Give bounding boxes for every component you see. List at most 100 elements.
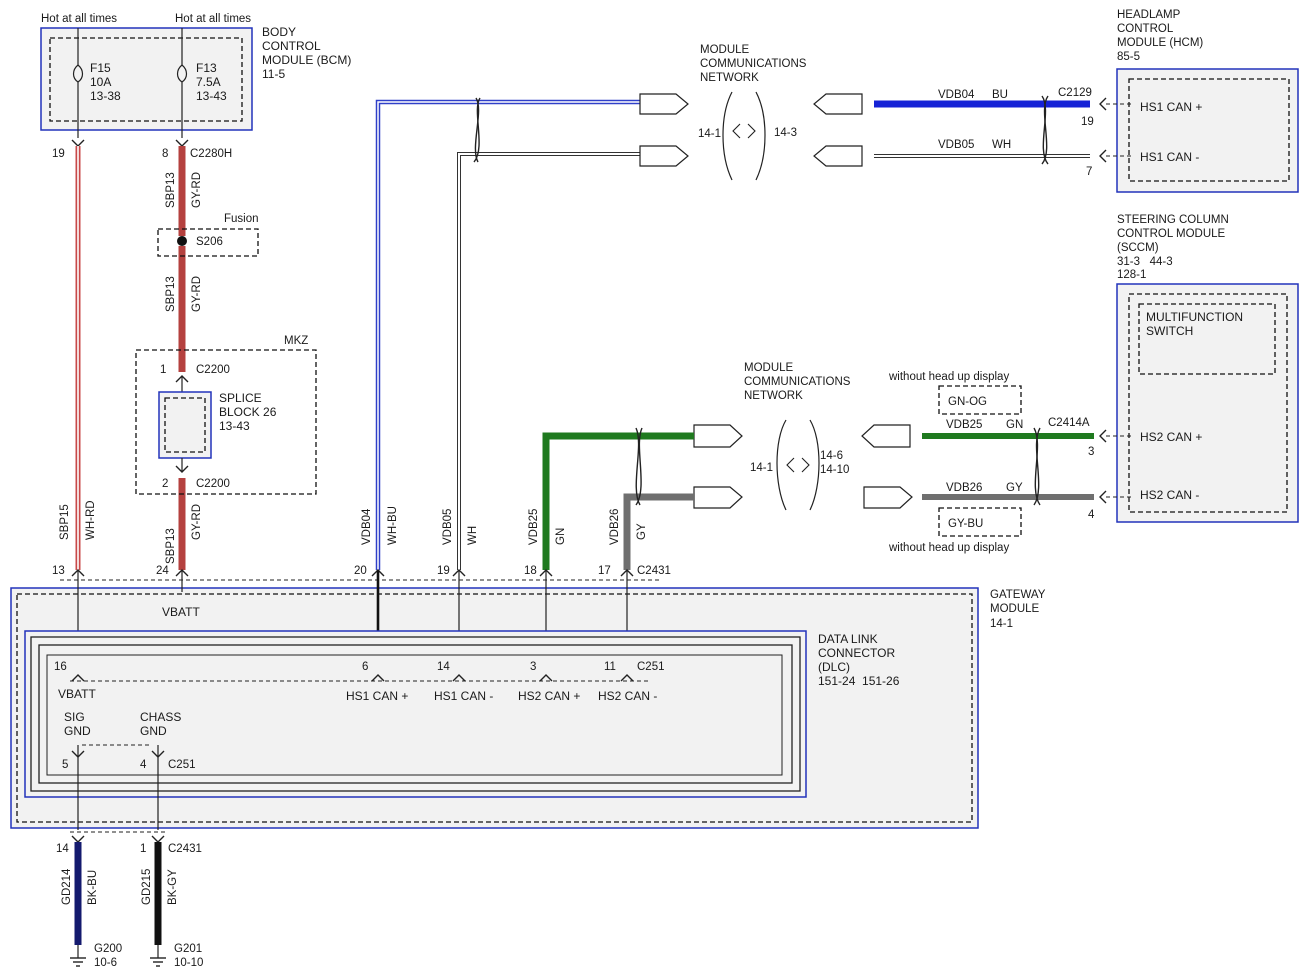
connector-c251-bot: C251 — [168, 759, 196, 771]
network-arrow-out-1[interactable] — [639, 93, 689, 115]
wire-gd215-label: GD215 — [141, 869, 153, 905]
h-wire-vdb25: VDB25 — [946, 419, 982, 431]
f13-name: F13 — [196, 61, 217, 75]
dlc-hs1-can-minus: HS1 CAN - — [434, 689, 493, 703]
connector-chevron-icon — [1099, 490, 1107, 504]
pin-6-dlc: 6 — [362, 661, 368, 673]
pin-20-gw: 20 — [354, 565, 367, 577]
h-wire-gn: GN — [1006, 419, 1023, 431]
connector-c2431-bot: C2431 — [168, 843, 202, 855]
wire-vdb26[interactable] — [623, 493, 694, 570]
pin-2-c2200: 2 — [162, 478, 168, 490]
dlc-chass-2: GND — [140, 724, 167, 738]
body-control-module[interactable] — [40, 27, 253, 131]
ground-g201-ref: 10-10 — [174, 957, 203, 969]
pin-1-c2200: 1 — [160, 364, 166, 376]
hcm-title-2: CONTROL — [1117, 23, 1174, 35]
splice-block-26[interactable] — [158, 391, 212, 459]
wire-vdb05-label: VDB05 — [442, 509, 454, 545]
wire-gyrd-label-b: GY-RD — [191, 276, 203, 312]
bcm-title-1: BODY — [262, 25, 296, 39]
h-wire-gy: GY — [1006, 482, 1023, 494]
connector-chevron-icon — [1099, 429, 1107, 443]
fuse-f13[interactable] — [176, 28, 188, 138]
network-arrow-in-2[interactable] — [813, 145, 863, 167]
gateway-title-1: GATEWAY — [990, 589, 1046, 601]
wire-sbp13-label-a: SBP13 — [165, 172, 177, 208]
network-bot-left-ref: 14-1 — [750, 462, 773, 474]
dlc-hs1-can-plus: HS1 CAN + — [346, 689, 408, 703]
network-arrow-out-2[interactable] — [639, 145, 689, 167]
wire-whbu-label: WH-BU — [387, 506, 399, 545]
wire-whrd-label: WH-RD — [85, 500, 97, 540]
gybu-option-box — [938, 507, 1022, 537]
steering-column-control-module[interactable] — [1116, 283, 1299, 523]
connector-c2280h: C2280H — [190, 148, 232, 160]
without-hud-label-2: without head up display — [888, 542, 1009, 554]
dlc-chass-1: CHASS — [140, 710, 181, 724]
splice-block-title-2: BLOCK 26 — [219, 405, 277, 419]
mfs-title-1: MULTIFUNCTION — [1146, 310, 1243, 324]
ground-g201-icon[interactable] — [150, 945, 166, 967]
multifunction-switch[interactable] — [1138, 303, 1276, 375]
network-arrow-in-1[interactable] — [813, 93, 863, 115]
pin-14-dlc: 14 — [437, 661, 450, 673]
wire-wh-label: WH — [467, 526, 479, 545]
network-arrow-in-3[interactable] — [861, 424, 911, 448]
ground-g201-label: G201 — [174, 943, 202, 955]
pin-7-hcm: 7 — [1086, 166, 1092, 178]
wire-vdb05[interactable] — [457, 152, 640, 570]
bcm-title-3: MODULE (BCM) — [262, 53, 351, 67]
hcm-hs1-can-plus: HS1 CAN + — [1140, 100, 1202, 114]
twisted-pair-icon — [473, 97, 481, 163]
network-top-title-1: MODULE — [700, 44, 750, 56]
dlc-hs2-can-plus: HS2 CAN + — [518, 689, 580, 703]
hcm-hs1-can-minus: HS1 CAN - — [1140, 150, 1199, 164]
network-top-right-ref: 14-3 — [774, 127, 797, 139]
network-bot-right-ref-1: 14-6 — [820, 450, 843, 462]
network-bot-right-ref-2: 14-10 — [820, 464, 849, 476]
network-break-top — [722, 91, 766, 181]
splice-s206: S206 — [196, 236, 223, 248]
wire-gyrd-label-a: GY-RD — [191, 172, 203, 208]
ground-g200-icon[interactable] — [70, 945, 86, 967]
gateway-inner — [16, 593, 973, 823]
sccm-inner — [1128, 293, 1288, 513]
dlc-inner-2 — [38, 644, 793, 784]
hcm-outline — [1116, 68, 1299, 193]
data-link-connector[interactable] — [24, 630, 807, 798]
wire-vdb25[interactable] — [542, 432, 694, 570]
pin-4-sccm: 4 — [1088, 509, 1095, 521]
dlc-hs2-can-minus: HS2 CAN - — [598, 689, 657, 703]
wire-gyrd-label-c: GY-RD — [191, 504, 203, 540]
f15-rating: 10A — [90, 75, 111, 89]
twisted-pair-icon — [1033, 427, 1041, 506]
sccm-outline — [1116, 283, 1299, 523]
fuse-f15[interactable] — [72, 28, 84, 138]
headlamp-control-module[interactable] — [1116, 68, 1299, 193]
dlc-sig-2: GND — [64, 724, 91, 738]
hcm-inner — [1128, 78, 1290, 182]
without-hud-label-1: without head up display — [888, 371, 1009, 383]
wire-vdb04[interactable] — [375, 99, 640, 570]
mkz-label: MKZ — [284, 335, 308, 347]
bcm-outline — [40, 27, 253, 131]
twisted-pair-icon — [1041, 95, 1049, 165]
connector-chevron-icon — [1099, 149, 1107, 163]
fusion-splice-box — [157, 228, 259, 257]
twisted-pair-icon — [635, 427, 641, 506]
pin-18-gw: 18 — [524, 565, 537, 577]
dlc-outline — [24, 630, 807, 798]
dlc-title-1: DATA LINK — [818, 632, 878, 646]
connector-c251-top: C251 — [637, 661, 665, 673]
wire-vdb25-label: VDB25 — [528, 509, 540, 545]
network-arrow-in-4[interactable] — [863, 486, 913, 509]
connector-c2129: C2129 — [1058, 87, 1092, 99]
splice-dot-icon[interactable] — [177, 236, 187, 246]
connector-chevron-icon — [71, 139, 85, 147]
wire-vdb26-label: VDB26 — [609, 509, 621, 545]
network-arrow-out-4[interactable] — [693, 486, 743, 509]
network-arrow-out-3[interactable] — [693, 424, 743, 448]
network-top-title-2: COMMUNICATIONS — [700, 58, 807, 70]
sccm-ref-1: 31-3 44-3 — [1117, 256, 1173, 268]
